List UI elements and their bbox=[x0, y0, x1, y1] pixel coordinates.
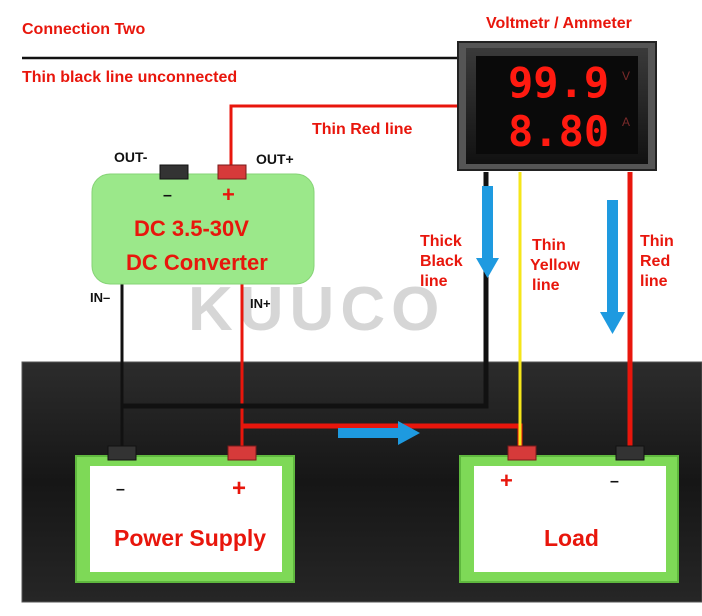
arrow-down-thin-red bbox=[600, 200, 625, 334]
label-thin-red-right-3: line bbox=[640, 273, 668, 290]
arrow-right-current bbox=[338, 421, 420, 445]
volt-amp-meter: 99.9 8.80 V A bbox=[457, 41, 657, 171]
power-supply-minus-terminal bbox=[107, 445, 137, 461]
label-thin-red-right-1: Thin bbox=[640, 233, 674, 250]
watermark: KUUCO bbox=[188, 275, 445, 344]
converter-in-minus-label: IN– bbox=[90, 290, 110, 305]
converter-out-plus-label: OUT+ bbox=[256, 151, 294, 167]
meter-voltage-unit: V bbox=[622, 69, 630, 83]
label-thick-black-3: line bbox=[420, 273, 448, 290]
power-supply-minus-sign: – bbox=[116, 481, 125, 498]
converter-line-2: DC Converter bbox=[126, 250, 268, 275]
label-thick-black-1: Thick bbox=[420, 233, 462, 250]
converter-line-1: DC 3.5-30V bbox=[134, 216, 249, 241]
power-supply-plus-terminal bbox=[227, 445, 257, 461]
load-minus-sign: – bbox=[610, 473, 619, 490]
label-thin-yellow-2: Yellow bbox=[530, 257, 580, 274]
converter-out-minus-terminal bbox=[159, 164, 189, 180]
meter-current-reading: 8.80 bbox=[508, 107, 609, 156]
meter-voltage-reading: 99.9 bbox=[508, 58, 609, 107]
dc-converter: – + DC 3.5-30V DC Converter bbox=[91, 164, 315, 285]
power-supply-plus-sign: + bbox=[232, 475, 246, 502]
label-thin-red-top: Thin Red line bbox=[312, 121, 413, 138]
power-supply-battery: – + Power Supply bbox=[75, 445, 295, 583]
meter-title: Voltmetr / Ammeter bbox=[486, 15, 632, 32]
wire-thin-red-top bbox=[229, 104, 458, 172]
label-thin-red-right-2: Red bbox=[640, 253, 670, 270]
converter-minus-sign: – bbox=[163, 187, 172, 204]
load-label: Load bbox=[544, 525, 599, 551]
load-plus-terminal bbox=[507, 445, 537, 461]
load-minus-terminal bbox=[615, 445, 645, 461]
connection-title: Connection Two bbox=[22, 21, 145, 38]
load-battery: + – Load bbox=[459, 445, 679, 583]
label-thick-black-2: Black bbox=[420, 253, 463, 270]
load-plus-sign: + bbox=[500, 468, 513, 493]
arrow-down-thick-black bbox=[476, 186, 499, 278]
label-thin-yellow-1: Thin bbox=[532, 237, 566, 254]
black-line-note: Thin black line unconnected bbox=[22, 69, 237, 86]
converter-in-plus-label: IN+ bbox=[250, 296, 271, 311]
converter-plus-sign: + bbox=[222, 182, 235, 207]
meter-current-unit: A bbox=[622, 115, 630, 129]
converter-out-minus-label: OUT- bbox=[114, 149, 148, 165]
converter-out-plus-terminal bbox=[217, 164, 247, 180]
label-thin-yellow-3: line bbox=[532, 277, 560, 294]
power-supply-label: Power Supply bbox=[114, 525, 266, 551]
